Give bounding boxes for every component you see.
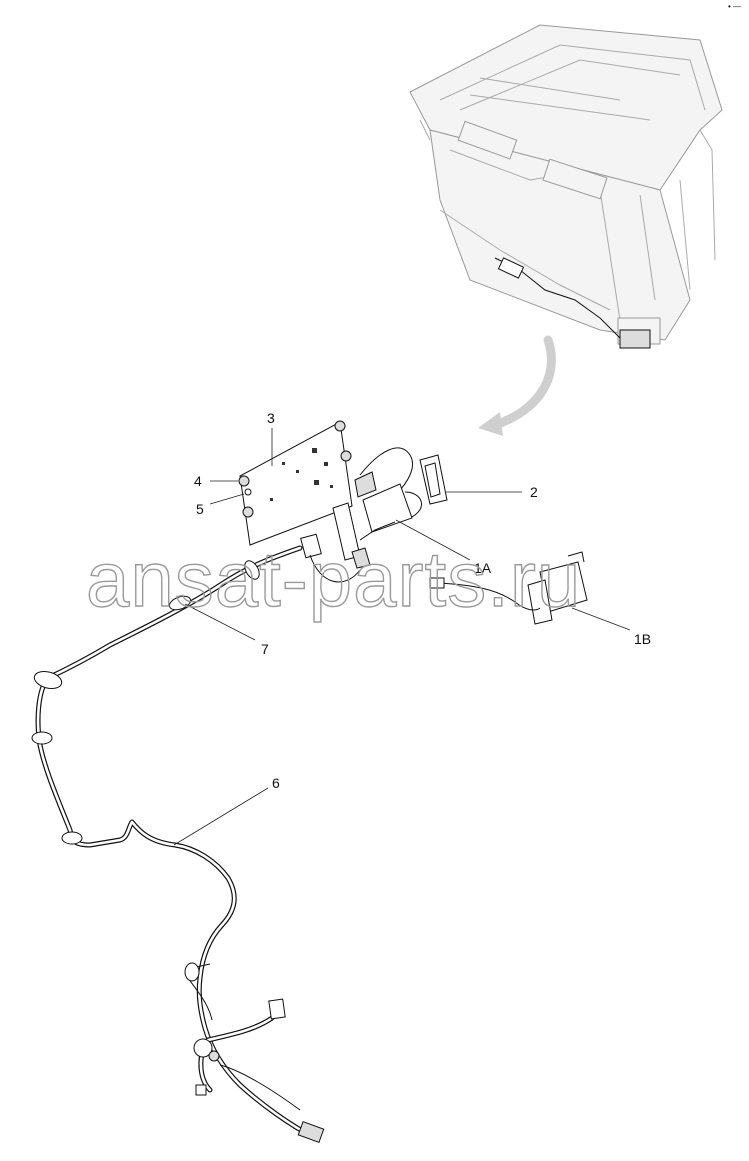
- receiver-module-1b: [429, 551, 588, 625]
- main-harness: [35, 545, 325, 1143]
- corner-mark: • —: [728, 2, 741, 11]
- callout-7: 7: [261, 641, 269, 657]
- harness-connector-upper: [300, 533, 361, 583]
- callout-1a: 1A: [474, 560, 492, 576]
- callout-6: 6: [272, 775, 280, 791]
- cable-clips: [31, 560, 260, 982]
- fastener-5: [244, 488, 252, 496]
- watermark: ansat-parts.ru: [86, 535, 581, 623]
- callout-1b: 1B: [634, 631, 651, 647]
- mounting-plate: [239, 420, 353, 546]
- cab-housing-assembly: [409, 24, 723, 349]
- fastener-4: [238, 475, 250, 487]
- control-unit-1a: [332, 447, 423, 569]
- callout-2: 2: [530, 484, 538, 500]
- callout-4: 4: [194, 473, 202, 489]
- callout-3: 3: [267, 410, 275, 426]
- detail-arrow: [478, 335, 556, 436]
- callout-5: 5: [196, 501, 204, 517]
- bracket-frame: [419, 454, 448, 505]
- leader-lines: [173, 428, 631, 846]
